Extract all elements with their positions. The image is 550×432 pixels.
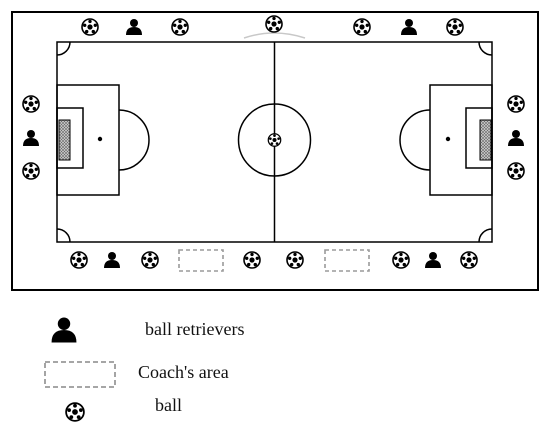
ball-icon (353, 18, 371, 36)
left-penalty-arc (118, 109, 150, 171)
top-faint-arc (243, 32, 306, 39)
center-ball-icon (267, 133, 282, 147)
ball-icon (507, 162, 525, 180)
corner-arc-tr (478, 41, 493, 56)
ball-icon (446, 18, 464, 36)
right-penalty-arc (399, 109, 431, 171)
retriever-icon (401, 19, 417, 35)
legend-retriever-label: ball retrievers (145, 319, 245, 339)
corner-arc-br (478, 228, 493, 243)
retriever-icon (425, 252, 441, 268)
coach-area-left (178, 249, 224, 272)
legend-coach-label: Coach's area (138, 362, 229, 382)
legend-coach-area-icon (44, 361, 116, 388)
ball-icon (22, 162, 40, 180)
ball-icon (392, 251, 410, 269)
legend-ball-label: ball (155, 395, 182, 415)
ball-icon (265, 15, 283, 33)
ball-icon (171, 18, 189, 36)
center-circle (237, 103, 312, 177)
legend-retriever-icon (51, 317, 77, 343)
right-goal-area (465, 107, 493, 169)
ball-icon (507, 95, 525, 113)
pitch (56, 41, 493, 243)
corner-arc-tl (56, 41, 71, 56)
legend (44, 317, 116, 422)
legend-ball-icon (65, 402, 85, 422)
coach-area-right (324, 249, 370, 272)
left-goal-area (56, 107, 84, 169)
ball-icon (81, 18, 99, 36)
retriever-icon (126, 19, 142, 35)
retriever-icon (23, 130, 39, 146)
right-penalty-spot (445, 136, 451, 142)
left-penalty-spot (97, 136, 103, 142)
ball-icon (460, 251, 478, 269)
corner-arc-bl (56, 228, 71, 243)
ball-icon (70, 251, 88, 269)
retriever-icon (508, 130, 524, 146)
ball-icon (141, 251, 159, 269)
ball-icon (286, 251, 304, 269)
ball-icon (22, 95, 40, 113)
right-goal-net (479, 119, 492, 161)
left-goal-net (58, 119, 71, 161)
outer-boundary (11, 11, 539, 291)
retriever-icon (104, 252, 120, 268)
ball-icon (243, 251, 261, 269)
